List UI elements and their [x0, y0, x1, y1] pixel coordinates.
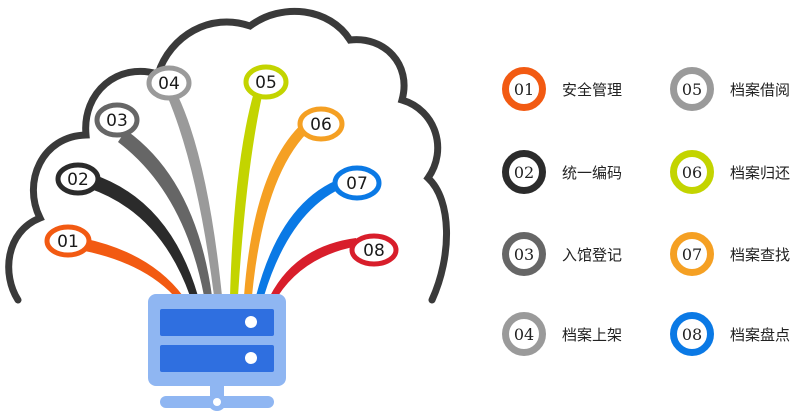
svg-text:01: 01: [57, 232, 79, 252]
strands: [80, 92, 358, 296]
legend-number: 03: [513, 244, 535, 264]
legend-label: 档案查找: [730, 245, 791, 264]
legend-item-07: 07 档案查找: [670, 232, 790, 276]
svg-text:07: 07: [346, 174, 368, 194]
node-04: 04: [146, 65, 192, 101]
svg-text:04: 04: [158, 74, 180, 94]
node-07: 07: [332, 165, 382, 201]
server-icon: [148, 294, 286, 411]
strand-04: [168, 96, 222, 296]
legend-circle: 08: [670, 312, 714, 356]
strand-05: [230, 92, 262, 296]
strand-01: [80, 238, 183, 296]
svg-text:05: 05: [255, 73, 277, 93]
legend-label: 统一编码: [562, 163, 623, 182]
legend-circle: 05: [670, 67, 714, 111]
node-06: 06: [297, 106, 345, 142]
legend-number: 07: [681, 244, 703, 264]
strand-03: [118, 130, 212, 296]
legend-item-04: 04 档案上架: [502, 312, 622, 356]
node-03: 03: [94, 102, 140, 138]
legend-label: 档案归还: [730, 163, 791, 182]
legend-item-06: 06 档案归还: [670, 150, 790, 194]
node-01: 01: [44, 224, 92, 258]
legend-number: 08: [681, 324, 703, 344]
cloud-outline: [5, 7, 450, 304]
legend-number: 04: [513, 324, 535, 344]
legend-circle: 07: [670, 232, 714, 276]
svg-text:02: 02: [67, 170, 89, 190]
legend-label: 档案上架: [562, 325, 623, 344]
svg-text:03: 03: [106, 111, 128, 131]
legend-circle: 02: [502, 150, 546, 194]
legend-circle: 06: [670, 150, 714, 194]
legend-number: 05: [681, 79, 703, 99]
legend-item-01: 01 安全管理: [502, 67, 622, 111]
strand-08: [270, 238, 358, 296]
legend-item-02: 02 统一编码: [502, 150, 622, 194]
legend-number: 06: [681, 162, 703, 182]
node-08: 08: [349, 233, 399, 267]
node-02: 02: [55, 162, 101, 196]
strand-07: [256, 176, 352, 296]
legend-item-03: 03 入馆登记: [502, 232, 622, 276]
legend-circle: 01: [502, 67, 546, 111]
legend-label: 安全管理: [562, 80, 623, 99]
node-05: 05: [243, 64, 289, 100]
legend-label: 档案借阅: [730, 80, 791, 99]
legend-circle: 03: [502, 232, 546, 276]
legend-number: 02: [513, 162, 535, 182]
legend-item-05: 05 档案借阅: [670, 67, 790, 111]
legend-label: 档案盘点: [730, 325, 791, 344]
legend-item-08: 08 档案盘点: [670, 312, 790, 356]
legend-circle: 04: [502, 312, 546, 356]
svg-text:08: 08: [363, 241, 385, 261]
strand-06: [244, 120, 312, 296]
strand-02: [88, 174, 198, 296]
svg-text:06: 06: [310, 115, 332, 135]
legend-number: 01: [513, 79, 535, 99]
legend-label: 入馆登记: [562, 245, 623, 264]
